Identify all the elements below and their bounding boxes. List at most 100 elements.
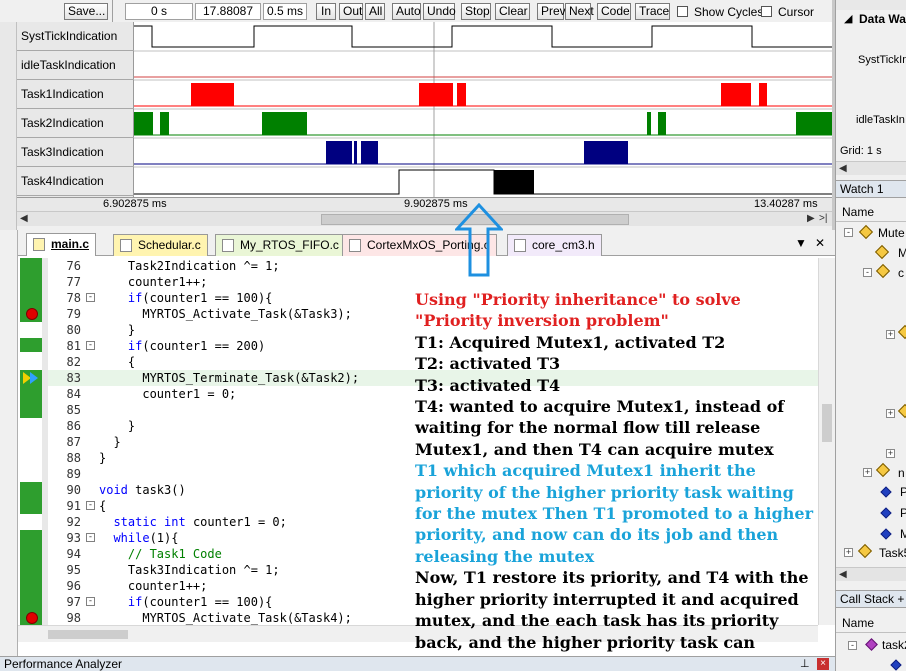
code-line[interactable]: 95 Task3Indication ^= 1; xyxy=(48,562,818,578)
code-button[interactable]: Code xyxy=(597,3,631,20)
code-line[interactable]: 87 } xyxy=(48,434,818,450)
tree-expand-icon[interactable]: - xyxy=(848,641,857,650)
fold-toggle-icon[interactable]: - xyxy=(86,292,95,302)
breakpoint-gutter[interactable] xyxy=(20,258,42,625)
code-token: } xyxy=(99,435,121,449)
scroll-thumb[interactable] xyxy=(48,630,128,639)
tab-core-cm3-h[interactable]: core_cm3.h xyxy=(507,234,602,256)
trace-button[interactable]: Trace xyxy=(635,3,670,20)
code-line[interactable]: 76 Task2Indication ^= 1; xyxy=(48,258,818,274)
prev-button[interactable]: Prev xyxy=(537,3,566,20)
code-line[interactable]: 80 } xyxy=(48,322,818,338)
signal-name[interactable]: SystTickIndication xyxy=(17,22,134,51)
watch-horizontal-scrollbar[interactable]: ◀ xyxy=(836,567,906,581)
data-item[interactable]: SystTickIn xyxy=(858,54,906,66)
editor-horizontal-scrollbar[interactable] xyxy=(18,625,818,642)
code-line[interactable]: 81- if(counter1 == 200) xyxy=(48,338,818,354)
code-line[interactable]: 93- while(1){ xyxy=(48,530,818,546)
close-icon[interactable]: × xyxy=(817,658,829,670)
call-stack-header[interactable]: Call Stack + L xyxy=(836,590,906,608)
code-line[interactable]: 78- if(counter1 == 100){ xyxy=(48,290,818,306)
code-line[interactable]: 92 static int counter1 = 0; xyxy=(48,514,818,530)
fold-toggle-icon[interactable]: - xyxy=(86,500,95,510)
scroll-left-icon[interactable]: ◀ xyxy=(839,569,847,580)
scroll-left-icon[interactable]: ◀ xyxy=(839,163,847,174)
watch-item-label[interactable]: Task5 xyxy=(879,546,906,560)
scroll-thumb[interactable] xyxy=(822,404,832,442)
tree-expand-icon[interactable]: + xyxy=(863,467,872,477)
cursor-checkbox[interactable] xyxy=(761,6,772,17)
logic-analyzer-horizontal-scrollbar[interactable]: ◀ ▶ >| xyxy=(17,211,832,226)
collapse-icon[interactable]: ◢ xyxy=(844,13,853,25)
code-line[interactable]: 96 counter1++; xyxy=(48,578,818,594)
fold-toggle-icon[interactable]: - xyxy=(86,532,95,542)
grid-time-field[interactable]: 0.5 ms xyxy=(263,3,307,20)
watch-name-column-header[interactable]: Name xyxy=(842,205,875,219)
logic-analyzer-vertical-scrollbar[interactable] xyxy=(832,0,835,230)
call-stack-name-column-header[interactable]: Name xyxy=(842,616,875,630)
save-button[interactable]: Save... xyxy=(64,3,108,20)
signal-name[interactable]: Task1Indication xyxy=(17,80,134,109)
code-line[interactable]: 84 counter1 = 0; xyxy=(48,386,818,402)
fold-toggle-icon[interactable]: - xyxy=(86,596,95,606)
scroll-to-end-icon[interactable]: >| xyxy=(819,213,828,224)
tree-expand-icon[interactable]: - xyxy=(844,228,853,237)
breakpoint-icon[interactable] xyxy=(26,308,38,320)
editor-vertical-scrollbar[interactable] xyxy=(818,258,835,625)
scroll-right-icon[interactable]: ▶ xyxy=(807,213,815,224)
code-line[interactable]: 98 MYRTOS_Activate_Task(&Task4); xyxy=(48,610,818,625)
tab-main-c[interactable]: main.c xyxy=(26,233,97,256)
span-time-field[interactable]: 17.88087 ms xyxy=(195,3,261,33)
tree-expand-icon[interactable]: + xyxy=(886,329,895,339)
signal-name[interactable]: Task4Indication xyxy=(17,167,134,196)
clear-button[interactable]: Clear xyxy=(495,3,530,20)
undo-button[interactable]: Undo xyxy=(423,3,456,20)
show-cycles-checkbox[interactable] xyxy=(677,6,688,17)
watch-window-header[interactable]: Watch 1 xyxy=(836,180,906,198)
tab-schedular-c[interactable]: Schedular.c xyxy=(113,234,208,256)
start-time-field[interactable]: 0 s xyxy=(125,3,193,20)
data-window-scrollbar[interactable]: ◀ xyxy=(836,161,906,175)
scroll-thumb[interactable] xyxy=(321,214,629,225)
zoom-all-button[interactable]: All xyxy=(365,3,385,20)
code-line[interactable]: 86 } xyxy=(48,418,818,434)
signal-name[interactable]: Task2Indication xyxy=(17,109,134,138)
signal-name[interactable]: Task3Indication xyxy=(17,138,134,167)
data-item[interactable]: idleTaskIn xyxy=(856,114,905,126)
code-area[interactable]: 76 Task2Indication ^= 1;77 counter1++;78… xyxy=(48,258,818,625)
code-line[interactable]: 79 MYRTOS_Activate_Task(&Task3); xyxy=(48,306,818,322)
code-line[interactable]: 82 { xyxy=(48,354,818,370)
tab-cortexmxos-porting-c[interactable]: CortexMxOS_Porting.c xyxy=(342,234,497,256)
tree-expand-icon[interactable]: + xyxy=(844,547,853,557)
code-line[interactable]: 88} xyxy=(48,450,818,466)
signal-name[interactable]: idleTaskIndication xyxy=(17,51,134,80)
stop-button[interactable]: Stop xyxy=(461,3,491,20)
scroll-left-icon[interactable]: ◀ xyxy=(20,213,28,224)
code-line[interactable]: 97- if(counter1 == 100){ xyxy=(48,594,818,610)
code-line[interactable]: 89 xyxy=(48,466,818,482)
zoom-out-button[interactable]: Out xyxy=(339,3,363,20)
watch-item-label[interactable]: n xyxy=(898,466,905,480)
code-line[interactable]: 77 counter1++; xyxy=(48,274,818,290)
watch-item-label[interactable]: Mute xyxy=(878,226,905,240)
code-line[interactable]: 91-{ xyxy=(48,498,818,514)
close-tab-icon[interactable]: ✕ xyxy=(815,236,826,250)
pin-icon[interactable]: ⊥ xyxy=(800,658,810,670)
tree-expand-icon[interactable]: - xyxy=(863,268,872,277)
tree-expand-icon[interactable]: + xyxy=(886,448,895,458)
tree-expand-icon[interactable]: + xyxy=(886,408,895,418)
code-line[interactable]: 85 xyxy=(48,402,818,418)
tab-my-rtos-fifo-c[interactable]: My_RTOS_FIFO.c xyxy=(215,234,346,256)
fold-toggle-icon[interactable]: - xyxy=(86,340,95,350)
tab-list-dropdown-icon[interactable]: ▼ xyxy=(795,236,807,250)
code-text: } xyxy=(99,418,135,434)
call-stack-item[interactable]: task2 xyxy=(882,638,906,652)
next-button[interactable]: Next xyxy=(565,3,594,20)
auto-button[interactable]: Auto xyxy=(392,3,421,20)
code-line[interactable]: 83 MYRTOS_Terminate_Task(&Task2); xyxy=(48,370,818,386)
breakpoint-icon[interactable] xyxy=(26,612,38,624)
code-line[interactable]: 94 // Task1 Code xyxy=(48,546,818,562)
zoom-in-button[interactable]: In xyxy=(316,3,336,20)
waveform-display[interactable] xyxy=(134,22,832,197)
